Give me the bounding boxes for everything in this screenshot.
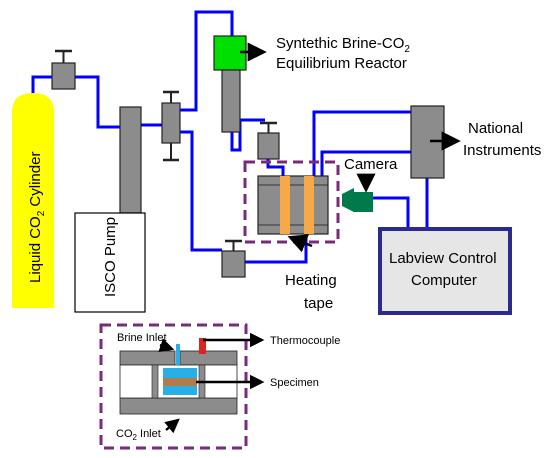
valve-cylinder (51, 49, 76, 90)
isco-pump-label: ISCO Pump (102, 217, 119, 297)
isco-pump: ISCO Pump (74, 106, 146, 313)
cylinder-label: Liquid CO2 Cylinder (27, 152, 47, 283)
co2-inlet-label: CO2 Inlet (116, 428, 161, 442)
reactor-label-line1: Syntethic Brine-CO2 (276, 35, 410, 55)
national-instruments-label-line2: Instruments (463, 142, 541, 159)
thermocouple-label: Thermocouple (270, 335, 340, 347)
valve-junction (161, 90, 181, 162)
co2-cylinder: Liquid CO2 Cylinder (12, 93, 54, 308)
camera-label: Camera (344, 156, 398, 173)
computer-label-line2: Computer (411, 272, 477, 289)
national-instruments-label-line1: National (468, 120, 523, 137)
inset-dashed-box (99, 323, 248, 450)
brine-inlet-label: Brine Inlet (117, 332, 167, 344)
valve-cell-outlet (221, 239, 246, 278)
computer-label-line1: Labview Control (389, 250, 497, 267)
thermocouple-probe (199, 338, 206, 354)
test-cell (243, 160, 340, 244)
camera: Camera (342, 156, 398, 212)
valve-cell-inlet (257, 121, 280, 160)
labview-computer: Labview Control Computer (378, 227, 512, 315)
heating-tape-label-line1: Heating (285, 272, 337, 289)
heating-tape-label-line2: tape (304, 295, 333, 312)
specimen-label: Specimen (270, 377, 319, 389)
heating-tape-callout: Heating tape (285, 234, 337, 312)
national-instruments: National Instruments (410, 105, 541, 179)
heating-tape-band (280, 176, 290, 234)
heating-tape-band (304, 176, 314, 234)
cell-dashed-box (243, 160, 340, 244)
cell-detail-inset: Brine Inlet Thermocouple Specimen CO2 In… (99, 323, 340, 450)
equilibrium-reactor: Syntethic Brine-CO2 Equilibrium Reactor (213, 35, 410, 133)
reactor-label-line2: Equilibrium Reactor (276, 55, 407, 72)
